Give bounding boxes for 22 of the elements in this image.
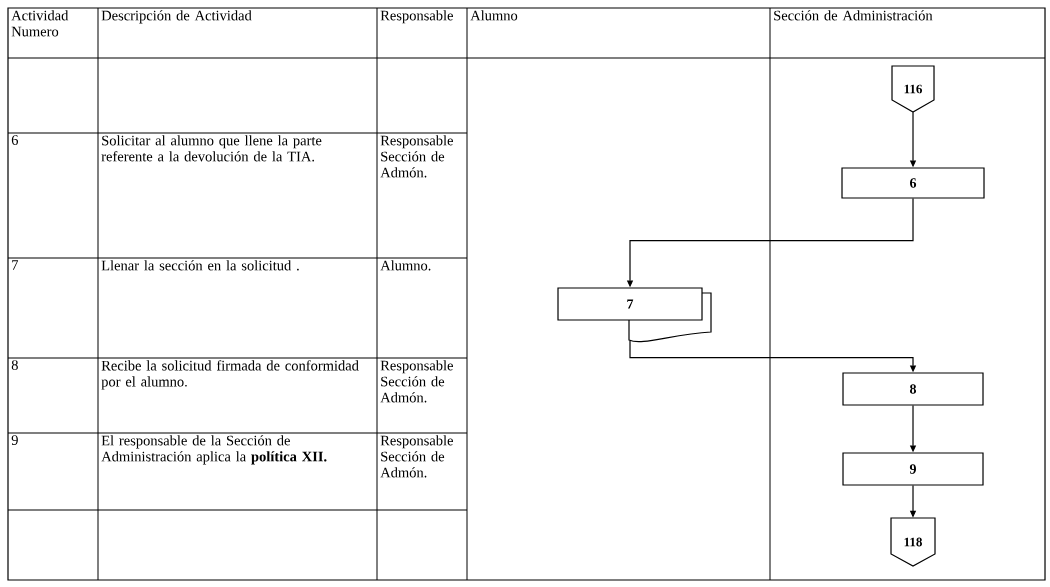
lane-header: Sección de Administración [774,10,933,21]
responsible-label: Responsable Sección de Admón. [380,360,453,403]
process-box: 8 [842,372,984,406]
column-header: Descripción de Actividad [101,10,252,24]
activity-number: 9 [11,435,18,445]
column-header: Actividad Numero [11,10,69,37]
activity-description: Recibe la solicitud firmada de conformidad por el alumno. [101,360,359,390]
activity-description: El responsable de la Sección de Administración aplica la política XII. [101,435,327,465]
responsible-label: Alumno. [380,260,431,271]
process-box: 6 [841,167,985,199]
activity-number: 8 [11,360,18,370]
off-page-connector: 118 [890,517,936,567]
off-page-connector: 116 [891,65,935,113]
process-box: 9 [842,452,984,486]
responsible-label: Responsable Sección de Admón. [380,435,453,478]
activity-description: Solicitar al alumno que llene la parte referente a la devolución de la TIA. [101,135,322,162]
lane-header: Alumno [470,10,518,21]
activity-number: 6 [11,135,18,145]
responsible-label: Responsable Sección de Admón. [380,135,453,178]
activity-number: 7 [12,260,19,270]
activity-description: Llenar la sección en la solicitud . [101,260,299,271]
column-header: Responsable [380,10,453,24]
